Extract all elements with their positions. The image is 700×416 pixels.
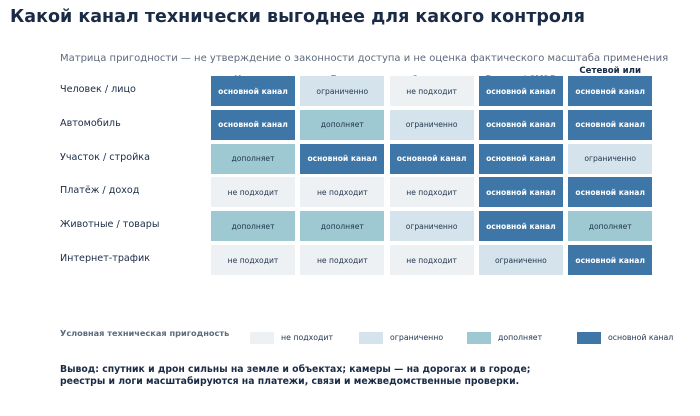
matrix-cell: основной канал	[568, 177, 653, 208]
matrix-cell: основной канал	[478, 143, 563, 174]
matrix-cell: не подходит	[300, 245, 385, 275]
matrix-cell: дополняет	[211, 211, 295, 242]
matrix-cell: основной канал	[389, 143, 474, 174]
matrix-cell: ограниченно	[300, 76, 385, 106]
legend-label: не подходит	[281, 333, 334, 342]
matrix-cell: основной канал	[478, 76, 563, 106]
matrix-cell: не подходит	[389, 76, 474, 106]
matrix-cell: ограниченно	[389, 211, 474, 242]
matrix-cell: основной канал	[300, 143, 385, 174]
row-label: Автомобиль	[60, 117, 121, 129]
matrix-cell: основной канал	[478, 109, 563, 140]
matrix-cell: дополняет	[300, 109, 385, 140]
conclusion-line-1: Вывод: спутник и дрон сильны на земле и …	[60, 364, 531, 375]
matrix-cell: дополняет	[568, 211, 653, 242]
row-label: Человек / лицо	[60, 84, 136, 95]
matrix-cell: не подходит	[389, 245, 474, 275]
page-title: Какой канал технически выгоднее для како…	[10, 7, 585, 27]
conclusion: Вывод: спутник и дрон сильны на земле и …	[60, 364, 531, 388]
row-label: Интернет-трафик	[60, 253, 151, 264]
matrix-cell: основной канал	[568, 245, 653, 275]
legend-swatch	[250, 332, 274, 344]
row-label: Участок / стройка	[60, 151, 150, 163]
matrix-cell: основной канал	[211, 109, 295, 140]
chart-subtitle: Матрица пригодности — не утверждение о з…	[60, 53, 669, 64]
row-label: Платёж / доход	[60, 185, 140, 197]
legend-label: основной канал	[608, 333, 674, 342]
matrix-cell: основной канал	[568, 109, 653, 140]
matrix-cell: основной канал	[211, 76, 295, 106]
matrix-cell: не подходит	[211, 177, 295, 208]
legend-label: ограниченно	[390, 333, 444, 342]
matrix-cell: основной канал	[568, 76, 653, 106]
matrix-cell: ограниченно	[389, 109, 474, 140]
matrix-cell: дополняет	[300, 211, 385, 242]
matrix-cell: основной канал	[478, 177, 563, 208]
conclusion-line-2: реестры и логи масштабируются на платежи…	[60, 376, 520, 387]
matrix-cell: не подходит	[211, 245, 295, 275]
row-label: Животные / товары	[60, 219, 160, 231]
matrix-cell: не подходит	[389, 177, 474, 208]
matrix-cell: дополняет	[211, 143, 295, 174]
legend-swatch	[577, 332, 601, 344]
legend-swatch	[467, 332, 491, 344]
matrix-cell: не подходит	[300, 177, 385, 208]
matrix-cell: основной канал	[478, 211, 563, 242]
matrix-cell: ограниченно	[568, 143, 653, 174]
legend-swatch	[359, 332, 383, 344]
legend-label: дополняет	[498, 333, 543, 342]
legend-title: Условная техническая пригодность	[60, 328, 230, 338]
matrix-cell: ограниченно	[478, 245, 563, 275]
